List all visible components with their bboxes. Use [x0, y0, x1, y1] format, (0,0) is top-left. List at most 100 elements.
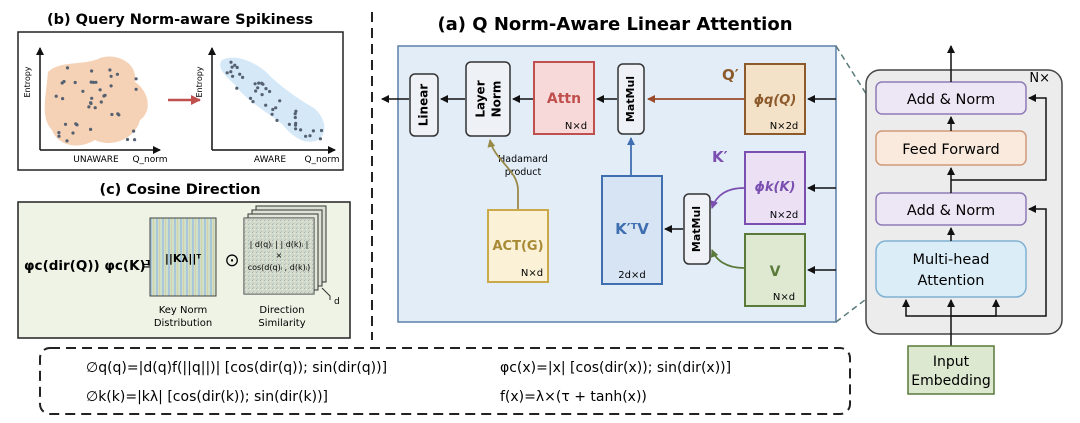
scatter-point: [57, 134, 61, 138]
scatter-point: [134, 87, 138, 91]
scatter-point: [230, 65, 234, 69]
scatter-point: [278, 99, 282, 103]
aware-distribution-blob: [220, 57, 325, 142]
unaware-y-axis-label: Entropy: [23, 66, 32, 97]
scatter-point: [108, 68, 112, 72]
scatter-point: [116, 112, 120, 116]
direction-line-1: | d(q)ᵢ | | d(k)ᵢ |: [250, 240, 309, 249]
phi-k-dim: N×2d: [770, 210, 799, 221]
scatter-point: [89, 127, 93, 131]
scatter-point: [98, 88, 102, 92]
scatter-point: [294, 121, 298, 125]
scatter-point: [294, 127, 298, 131]
mha-label-2: Attention: [918, 273, 985, 289]
attn-block: [533, 61, 595, 135]
transformer-block: N× Add & Norm Feed Forward Add & Norm Mu…: [865, 45, 1063, 395]
scatter-point: [62, 79, 66, 84]
add-norm-mid-label: Add & Norm: [907, 203, 995, 219]
scatter-point: [90, 69, 94, 73]
panel-a-linear-attention: (a) Q Norm-Aware Linear Attention Linear…: [381, 14, 837, 323]
direction-line-2: ×: [276, 251, 283, 260]
scatter-point: [293, 115, 297, 120]
aware-y-axis-label: Entropy: [195, 66, 204, 97]
scatter-point: [63, 122, 68, 126]
scatter-point: [71, 131, 75, 135]
direction-stack: [243, 205, 327, 295]
scatter-point: [110, 112, 114, 117]
scatter-point: [81, 89, 85, 93]
unaware-plot: Entropy Q_norm UNAWARE: [23, 47, 168, 165]
formula-phi-c: φc(x)=|x| [cos(dir(x)); sin(dir(x))]: [500, 360, 731, 376]
ktv-label: K′ᵀV: [615, 220, 649, 238]
input-embedding-label-1: Input: [933, 354, 970, 370]
key-norm-matrix: [149, 217, 217, 297]
scatter-point: [233, 63, 237, 67]
matmul-bottom-block: [683, 193, 711, 265]
equals-sign: =: [142, 259, 153, 274]
direction-line-3: cos(d(q)ᵢ , d(k)ᵢ): [248, 263, 311, 272]
matmul-top-block: [617, 63, 645, 135]
ktv-dim: 2d×d: [618, 270, 645, 281]
scatter-point: [238, 72, 242, 76]
add-norm-top-label: Add & Norm: [907, 92, 995, 108]
repeat-label: N×: [1029, 71, 1050, 86]
scatter-point: [304, 134, 308, 138]
hadamard-operator: ⊙: [224, 250, 239, 271]
panel-c-cosine-direction: (c) Cosine Direction φc(dir(Q)) φc(K)ᵀ =…: [17, 182, 351, 339]
scatter-point: [54, 94, 58, 98]
scatter-point: [254, 89, 258, 93]
panel-a-title: (a) Q Norm-Aware Linear Attention: [437, 14, 792, 35]
phi-k-label: ϕk(K): [755, 180, 796, 195]
panel-b-query-norm-spikiness: (b) Query Norm-aware Spikiness Entropy Q…: [17, 12, 344, 171]
direction-caption-2: Similarity: [258, 318, 305, 329]
scatter-point: [275, 118, 279, 122]
scatter-point: [91, 80, 95, 84]
scatter-point: [133, 138, 137, 142]
scatter-point: [74, 122, 78, 126]
scatter-point: [268, 89, 272, 94]
hadamard-label-1: Hadamard: [498, 154, 548, 165]
panel-c-title: (c) Cosine Direction: [99, 182, 260, 198]
aware-plot: Entropy Q_norm AWARE: [195, 47, 340, 165]
scatter-point: [231, 74, 235, 78]
panel-a-arrows: [381, 95, 836, 274]
input-embedding-block: [907, 345, 995, 395]
attn-label: Attn: [547, 91, 581, 107]
phi-q-block: [744, 63, 806, 135]
ktv-block: [601, 175, 663, 285]
scatter-point: [256, 86, 260, 90]
scatter-point: [257, 81, 261, 85]
linear-block: [409, 73, 439, 137]
scatter-point: [90, 96, 94, 100]
v-block: [744, 233, 806, 307]
feed-forward-label: Feed Forward: [902, 142, 1000, 158]
key-norm-caption-2: Distribution: [154, 318, 212, 329]
scatter-point: [93, 106, 97, 110]
aware-label: AWARE: [254, 155, 286, 165]
key-norm-caption-1: Key Norm: [159, 305, 208, 316]
v-dim: N×d: [773, 292, 795, 303]
direction-matrix: [243, 217, 315, 295]
act-label: ACT(G): [492, 239, 543, 254]
k-prime-label: K′: [712, 148, 728, 166]
scatter-point: [235, 86, 239, 90]
formula-phi-q: ∅q(q)=|d(q)f(||q||)| [cos(dir(q)); sin(d…: [86, 360, 387, 376]
scatter-point: [274, 106, 278, 110]
scatter-point: [241, 75, 245, 79]
scatter-point: [57, 131, 61, 135]
v-label: V: [770, 264, 781, 280]
linear-label: Linear: [417, 84, 431, 127]
formula-phi-k: ∅k(k)=|kλ| [cos(dir(k)); sin(dir(k))]: [86, 389, 328, 405]
scatter-point: [134, 77, 138, 81]
scatter-point: [253, 82, 257, 86]
scatter-point: [229, 60, 233, 64]
key-norm-matrix-label: ||Kλ||ᵀ: [165, 252, 202, 265]
scatter-point: [61, 97, 65, 101]
layer-norm-label-2: Norm: [490, 81, 504, 118]
input-embedding-label-2: Embedding: [911, 373, 990, 389]
direction-caption-1: Direction: [259, 305, 304, 316]
unaware-scatter: [54, 66, 138, 143]
transformer-arrows: [902, 45, 1047, 346]
scatter-point: [65, 66, 70, 70]
